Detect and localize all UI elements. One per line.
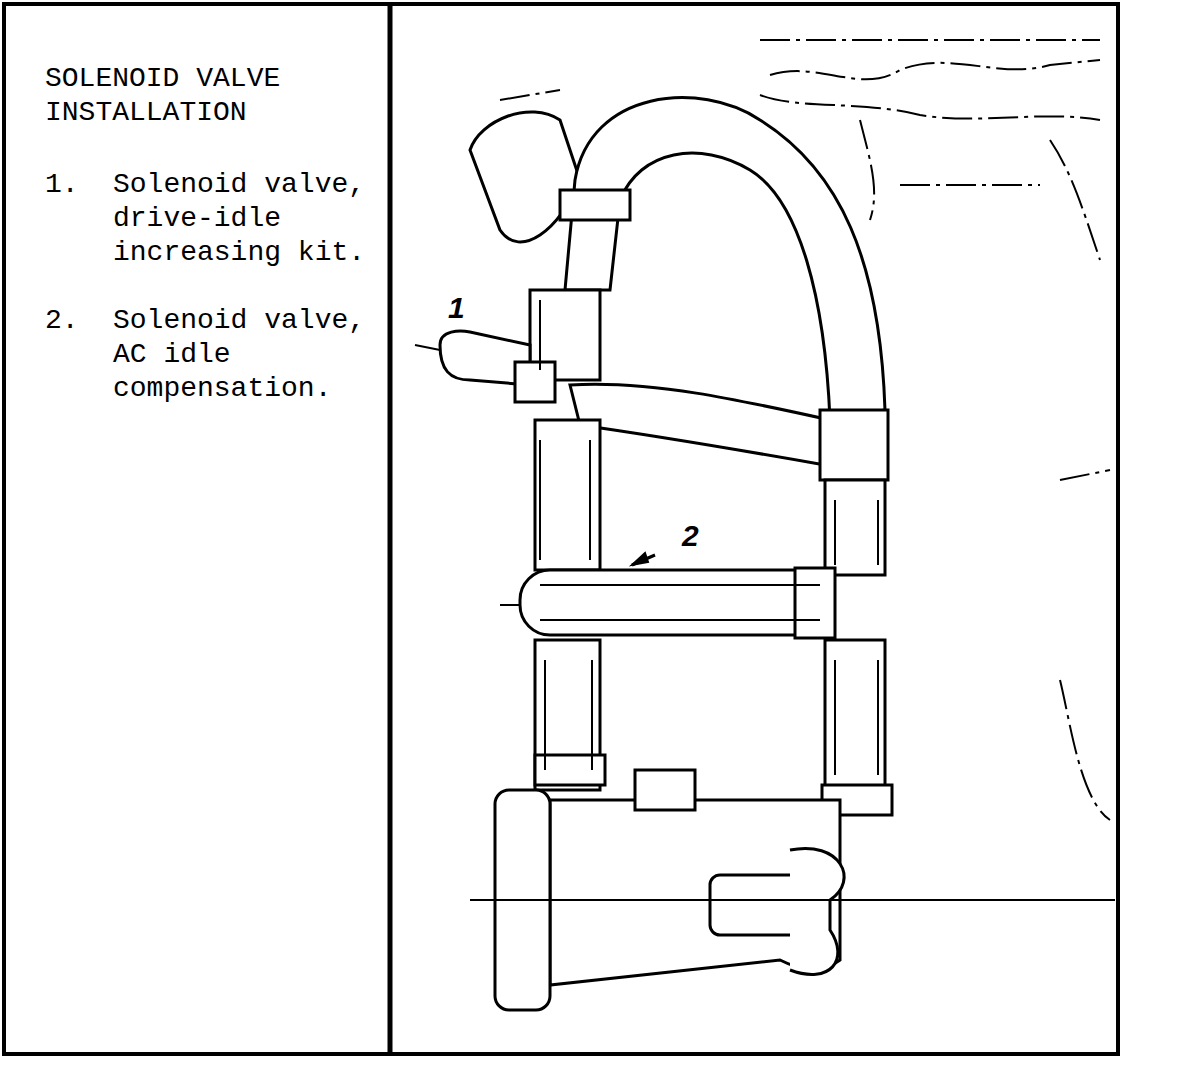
- tee-fitting: [515, 362, 555, 402]
- arched-hose: [565, 98, 885, 420]
- hose-clamp: [560, 190, 630, 220]
- valve-2-clamp: [795, 568, 835, 638]
- outer-frame: [4, 4, 1118, 1054]
- item-description: Solenoid valve, drive-idle increasing ki…: [113, 168, 385, 270]
- item-description: Solenoid valve, AC idle compensation.: [113, 304, 385, 406]
- cross-hose: [570, 384, 830, 465]
- background-engine: [500, 40, 1110, 820]
- panel-divider: [388, 4, 393, 1054]
- hose-assembly: [440, 98, 892, 1010]
- callout-number: 2: [680, 520, 701, 552]
- manifold-fitting: [470, 112, 580, 242]
- callout-number: 1: [446, 292, 467, 324]
- throttle-boss: [635, 770, 695, 810]
- screw-bracket: [790, 848, 844, 974]
- diagram-title: SOLENOID VALVE INSTALLATION: [45, 62, 315, 130]
- hose-ribbing: [540, 300, 878, 775]
- item-number: 1.: [45, 168, 79, 202]
- centre-lines: [415, 345, 1115, 900]
- solenoid-valve-2: [520, 570, 830, 635]
- item-number: 2.: [45, 304, 79, 338]
- right-hose-upper: [820, 410, 888, 480]
